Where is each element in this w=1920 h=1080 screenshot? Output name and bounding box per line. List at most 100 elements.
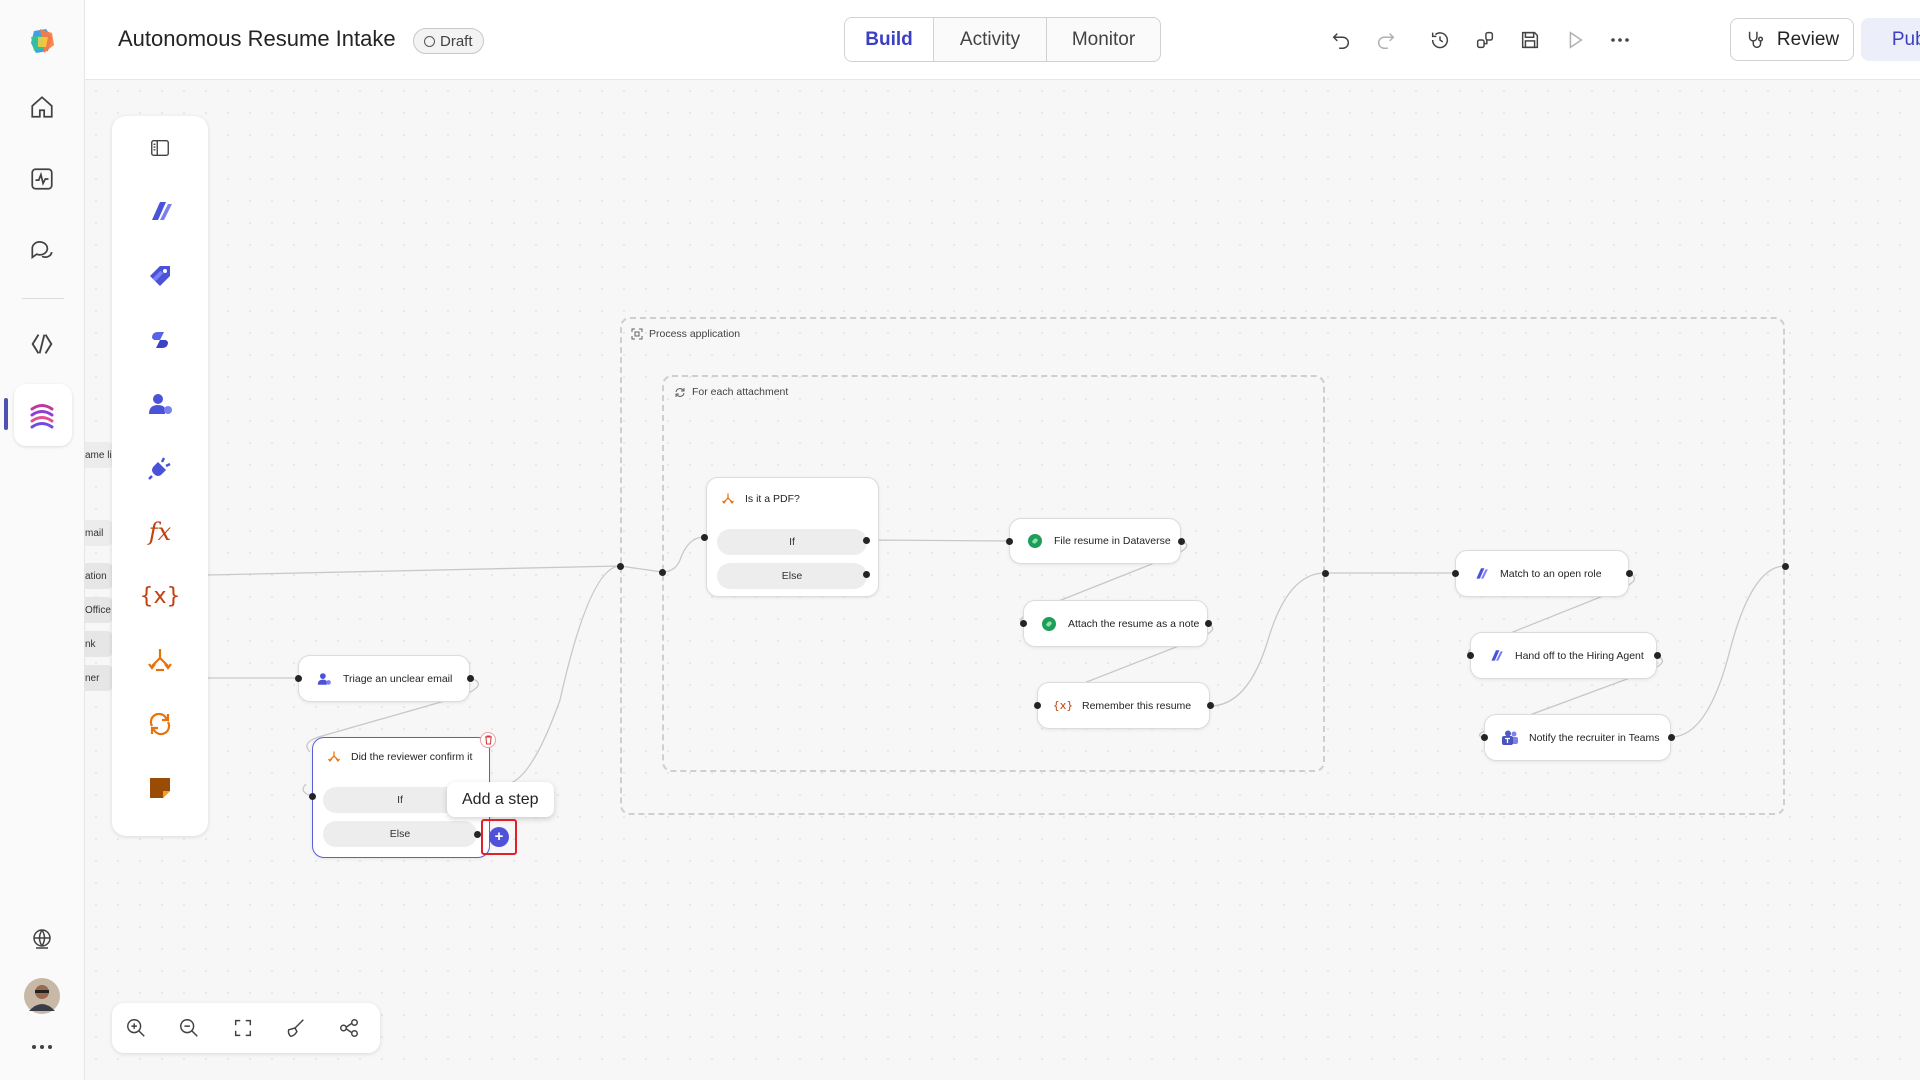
more-options-icon[interactable] [1604,24,1636,56]
port-attach-out[interactable] [1205,620,1212,627]
loop-icon[interactable] [140,704,180,744]
node-remember-label: Remember this resume [1082,699,1192,712]
node-match-role[interactable]: Match to an open role [1455,550,1629,597]
node-file-resume[interactable]: File resume in Dataverse [1009,518,1181,564]
condition-node-icon [328,751,340,763]
play-icon[interactable] [1559,24,1591,56]
top-bar: Autonomous Resume Intake Draft Build Act… [85,0,1920,80]
port-handoff-out[interactable] [1654,652,1661,659]
tab-build[interactable]: Build [845,18,934,61]
port-group-in[interactable] [617,563,624,570]
port-pdf-if-out[interactable] [863,537,870,544]
reviewer-condition-header: Did the reviewer confirm it [327,750,472,764]
node-match-role-label: Match to an open role [1500,567,1602,580]
agent-icon[interactable] [140,192,180,232]
fit-view-icon[interactable] [229,1014,257,1042]
tag-icon[interactable] [140,256,180,296]
node-remember-resume[interactable]: {x} Remember this resume [1037,682,1210,729]
fx-icon[interactable]: fx [148,518,172,546]
port-triage-in[interactable] [295,675,302,682]
delete-node-icon[interactable] [480,732,496,748]
avatar[interactable] [21,975,63,1017]
port-group-out[interactable] [1782,563,1789,570]
reviewer-else-branch[interactable]: Else [323,821,477,847]
port-notify-out[interactable] [1668,734,1675,741]
peek-node-5: nk [85,631,113,657]
node-triage-email[interactable]: Triage an unclear email [298,655,470,702]
human-review-icon[interactable] [140,384,180,424]
port-loop-out[interactable] [1322,570,1329,577]
port-pdf-else-out[interactable] [863,571,870,578]
port-match-in[interactable] [1452,570,1459,577]
redo-icon[interactable] [1370,24,1402,56]
pdf-else-branch[interactable]: Else [717,563,867,589]
layout-icon[interactable] [335,1014,363,1042]
peek-node-6: ner [85,665,113,691]
node-pdf-condition[interactable]: Is it a PDF? If Else [706,477,879,597]
rail-divider [22,298,64,299]
publish-button[interactable]: Publish [1861,18,1920,61]
port-triage-out[interactable] [467,675,474,682]
tab-monitor[interactable]: Monitor [1071,28,1136,50]
add-step-tooltip: Add a step [447,782,554,817]
app-logo-icon[interactable] [21,20,63,62]
review-button[interactable]: Review [1730,18,1854,61]
flows-icon[interactable] [21,394,63,436]
activity-icon[interactable] [21,158,63,200]
zoom-in-icon[interactable] [122,1014,150,1042]
teams-icon [1501,729,1519,747]
peek-node-2: mail [85,520,113,546]
node-notify-label: Notify the recruiter in Teams [1529,731,1660,744]
node-notify-recruiter[interactable]: Notify the recruiter in Teams [1484,714,1671,761]
port-remember-in[interactable] [1034,702,1041,709]
copilot-icon[interactable] [140,320,180,360]
code-icon[interactable] [21,323,63,365]
flow-canvas[interactable] [85,80,1920,1080]
globe-icon[interactable] [21,918,63,960]
port-loop-in[interactable] [659,569,666,576]
chat-icon[interactable] [21,230,63,272]
port-reviewer-else-out[interactable] [474,831,481,838]
port-file-out[interactable] [1178,538,1185,545]
home-icon[interactable] [21,86,63,128]
port-match-out[interactable] [1626,570,1633,577]
history-icon[interactable] [1424,24,1456,56]
scope-icon [631,328,643,340]
review-button-label: Review [1776,28,1840,50]
dataverse-icon [1040,615,1058,633]
node-triage-label: Triage an unclear email [343,672,453,685]
agent-node-icon [1487,647,1505,665]
undo-icon[interactable] [1325,24,1357,56]
connector-icon[interactable] [140,448,180,488]
condition-icon[interactable] [140,640,180,680]
save-icon[interactable] [1514,24,1546,56]
peek-node-1: ame lis [85,442,113,468]
port-attach-in[interactable] [1020,620,1027,627]
connections-icon[interactable] [1469,24,1501,56]
agent-node-icon [1472,565,1490,583]
add-step-highlight[interactable]: + [481,819,517,855]
port-notify-in[interactable] [1481,734,1488,741]
node-attach-note-label: Attach the resume as a note [1068,617,1200,630]
rail-selected-bg [14,384,72,446]
zoom-out-icon[interactable] [175,1014,203,1042]
variable-icon[interactable]: {x} [139,583,181,609]
pdf-if-branch[interactable]: If [717,529,867,555]
port-reviewer-in[interactable] [309,793,316,800]
reviewer-condition-title: Did the reviewer confirm it [351,751,473,763]
tab-activity[interactable]: Activity [934,18,1047,61]
port-pdf-in[interactable] [701,534,708,541]
add-step-button[interactable]: + [489,827,509,847]
port-file-in[interactable] [1006,538,1013,545]
peek-node-3: ation [85,563,113,589]
node-attach-note[interactable]: Attach the resume as a note [1023,600,1208,647]
port-remember-out[interactable] [1207,702,1214,709]
sticky-note-icon[interactable] [140,768,180,808]
dataverse-icon [1026,532,1044,550]
node-hand-off[interactable]: Hand off to the Hiring Agent [1470,632,1657,679]
more-icon[interactable] [21,1026,63,1068]
panel-toggle-icon[interactable] [140,128,180,168]
clean-up-icon[interactable] [282,1014,310,1042]
view-tabs: Build Activity Monitor [844,17,1161,62]
port-handoff-in[interactable] [1467,652,1474,659]
